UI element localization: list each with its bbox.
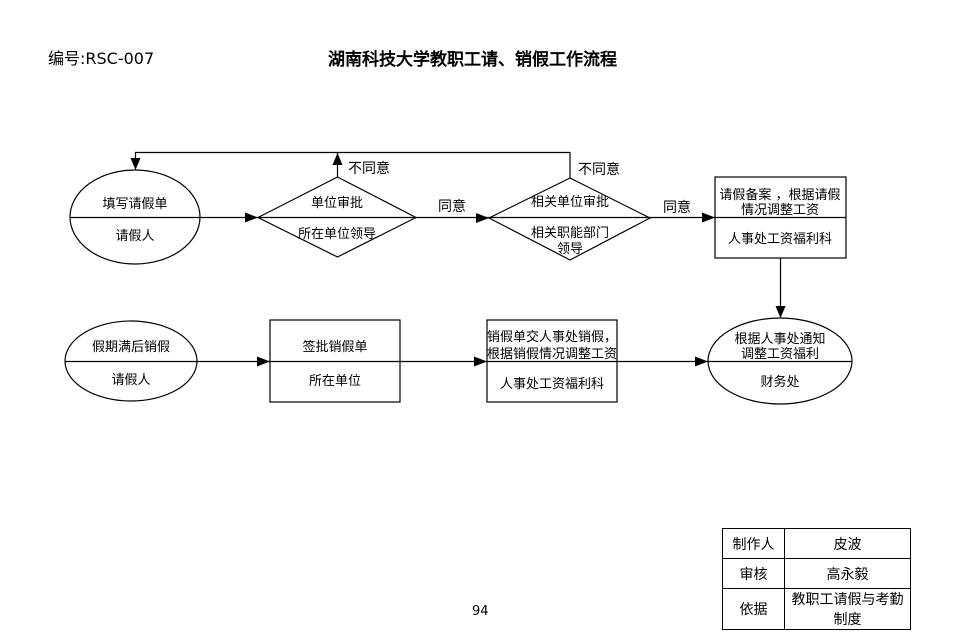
node-related-unit-approval [487,177,652,261]
node-related-unit-approval-text3: 领导 [557,242,583,257]
node-unit-approval-text2: 所在单位领导 [298,227,376,242]
edge-label-agree-related: 同意 [663,199,691,216]
arrowhead-to-related-approval [476,213,489,223]
arrowhead-feedback-to-fill-form [130,158,141,170]
arrowhead-to-adjust-welfare [695,356,708,367]
node-post-leave-cancel [64,320,198,402]
doc-number: 编号:RSC-007 [48,49,155,68]
arrowhead-to-unit-approval [245,212,258,223]
footer-info-table: 制作人 皮波 审核 高永毅 依据 教职工请假与考勤制度 [722,528,911,630]
node-submit-cancel-form-text2: 根据销假情况调整工资 [487,347,617,362]
edge-label-disagree-unit: 不同意 [348,160,390,177]
table-cell-value: 教职工请假与考勤制度 [784,588,911,630]
node-submit-cancel-form-text3: 人事处工资福利科 [500,377,604,392]
table-cell-label: 制作人 [722,528,785,559]
node-sign-cancel-form-text2: 所在单位 [309,374,361,389]
table-row: 审核 高永毅 [722,558,911,589]
node-fill-leave-form-text1: 填写请假单 [102,197,167,212]
node-post-leave-cancel-text1: 假期满后销假 [92,340,170,355]
edge-label-disagree-related: 不同意 [578,161,620,178]
node-adjust-welfare-text2: 调整工资福利 [741,347,819,362]
node-unit-approval [256,176,418,258]
arrowhead-to-sign-cancel [257,356,270,367]
edge-label-agree-unit: 同意 [438,198,466,215]
node-leave-record-text1: 请假备案 ，根据请假 [719,187,840,203]
arrowhead-down-to-adjust [775,306,786,318]
table-cell-label: 审核 [722,558,785,589]
node-leave-record-text3: 人事处工资福利科 [728,232,832,247]
page-number: 94 [472,604,489,619]
node-post-leave-cancel-text2: 请假人 [111,373,150,388]
node-sign-cancel-form-text1: 签批销假单 [302,339,367,355]
node-related-unit-approval-text1: 相关单位审批 [531,195,609,210]
node-sign-cancel-form [269,319,401,403]
arrowhead-disagree-up [332,153,343,165]
node-unit-approval-text1: 单位审批 [311,196,363,211]
table-cell-value: 皮波 [784,528,911,559]
node-leave-record-text2: 情况调整工资 [741,203,819,218]
arrowhead-to-submit-cancel [474,356,487,367]
node-submit-cancel-form [486,319,618,403]
node-submit-cancel-form-text1: 销假单交人事处销假， [487,329,617,345]
node-fill-leave-form-text2: 请假人 [115,229,154,244]
page-title: 湖南科技大学教职工请、销假工作流程 [328,50,617,70]
table-row: 依据 教职工请假与考勤制度 [722,588,911,630]
node-related-unit-approval-text2: 相关职能部门 [531,226,609,241]
node-adjust-welfare [707,317,853,405]
node-leave-record [714,176,847,259]
table-cell-label: 依据 [722,588,785,630]
table-row: 制作人 皮波 [722,528,911,559]
node-fill-leave-form [69,169,201,265]
node-adjust-welfare-text1: 根据人事处通知 [734,331,825,347]
node-adjust-welfare-text3: 财务处 [760,374,799,390]
table-cell-value: 高永毅 [784,558,911,589]
arrowhead-to-leave-record [702,212,715,223]
